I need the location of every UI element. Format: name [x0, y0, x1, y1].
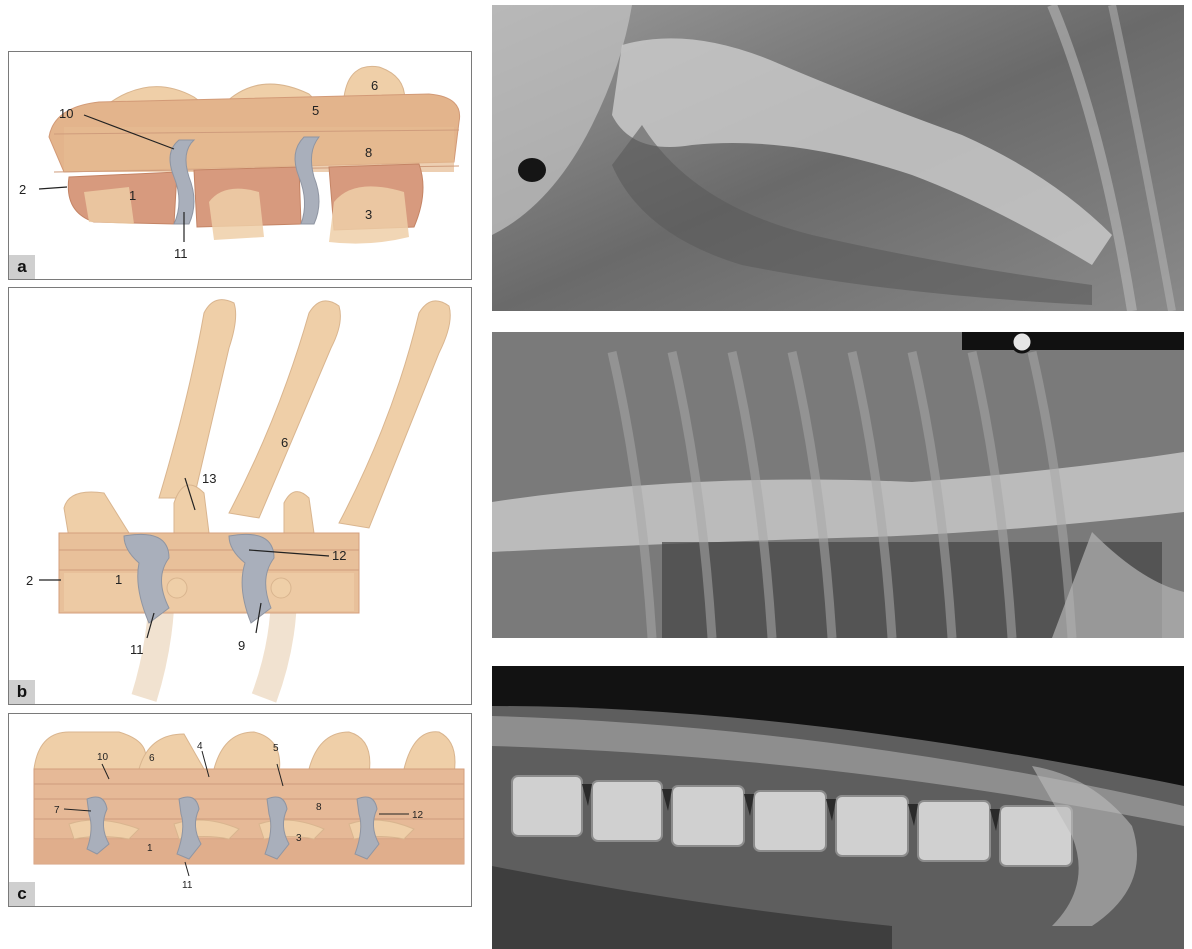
- label-5: 5: [312, 103, 319, 118]
- label-10: 10: [97, 752, 109, 763]
- spinous-process: [229, 301, 340, 518]
- label-6: 6: [371, 78, 378, 93]
- label-6: 6: [149, 753, 155, 764]
- label-11: 11: [182, 880, 193, 891]
- label-1: 1: [115, 572, 122, 587]
- panel-tag-c: c: [9, 882, 35, 906]
- label-12: 12: [332, 548, 346, 563]
- spinous-process: [404, 732, 455, 774]
- label-1: 1: [129, 188, 136, 203]
- vertebrae-illustration-c: 1 3 4 5 6 7 8 10 11 12: [9, 714, 472, 907]
- vertebrae-illustration-b: 1 2 6 9 11 12 13: [9, 288, 472, 705]
- label-8: 8: [316, 802, 322, 813]
- diagram-panel-a: 1 2 3 5 6 8 10 11 a: [8, 51, 472, 280]
- label-11: 11: [174, 246, 188, 261]
- label-8: 8: [365, 145, 372, 160]
- label-12: 12: [412, 810, 424, 821]
- label-10: 10: [59, 106, 73, 121]
- label-3: 3: [296, 833, 302, 844]
- label-2: 2: [26, 573, 33, 588]
- label-1: 1: [147, 843, 153, 854]
- radiograph-cervical: [492, 5, 1184, 311]
- label-11: 11: [130, 642, 144, 657]
- diagram-panel-b: 1 2 6 9 11 12 13 b: [8, 287, 472, 705]
- label-7: 7: [54, 805, 60, 816]
- label-3: 3: [365, 207, 372, 222]
- panel-tag-a: a: [9, 255, 35, 279]
- radiograph-thoracic: [492, 332, 1184, 638]
- diagram-panel-c: 1 3 4 5 6 7 8 10 11 12 c: [8, 713, 472, 907]
- radiograph-lumbar: [492, 666, 1184, 949]
- label-5: 5: [273, 743, 279, 754]
- label-2: 2: [19, 182, 26, 197]
- label-9: 9: [238, 638, 245, 653]
- label-6: 6: [281, 435, 288, 450]
- label-13: 13: [202, 471, 216, 486]
- label-4: 4: [197, 741, 203, 752]
- panel-tag-b: b: [9, 680, 35, 704]
- vertebrae-illustration-a: 1 2 3 5 6 8 10 11: [9, 52, 472, 280]
